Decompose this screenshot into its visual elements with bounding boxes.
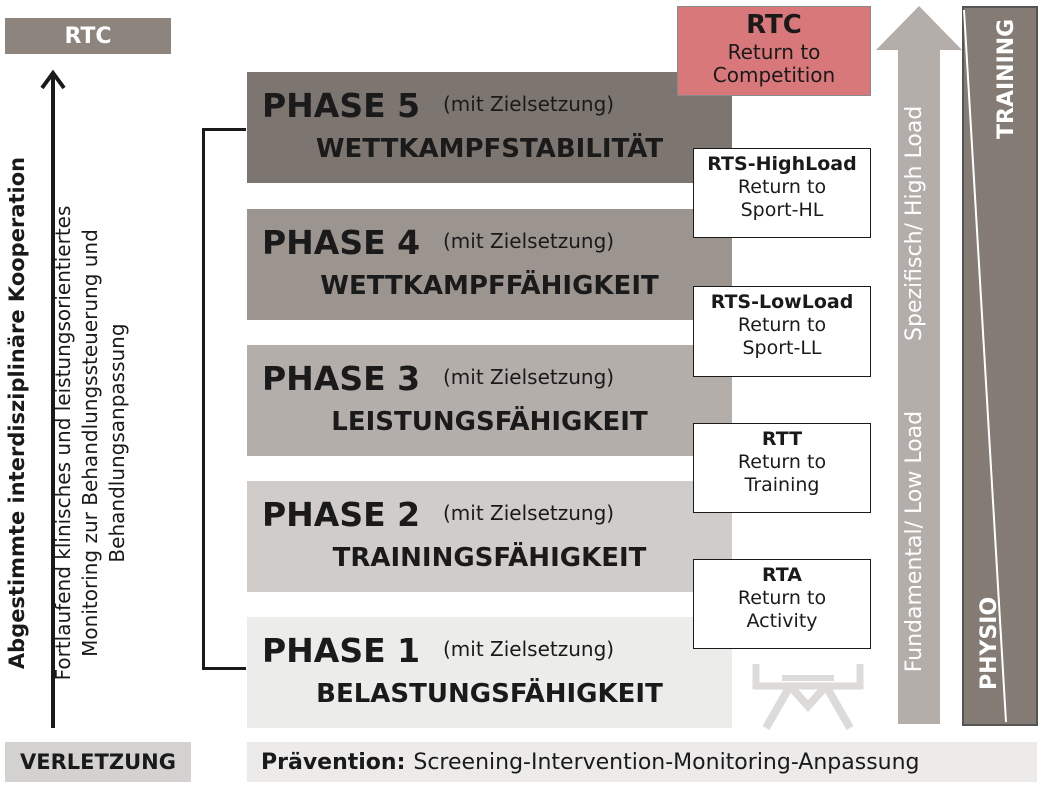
phase-name: WETTKAMPFSTABILITÄT <box>315 134 664 164</box>
phase-goal: (mit Zielsetzung) <box>443 365 615 389</box>
prevention-title: Prävention: <box>261 749 406 775</box>
cooperation-label: Abgestimmte interdisziplinäre Kooperatio… <box>5 156 29 670</box>
phase-goal: (mit Zielsetzung) <box>443 229 615 253</box>
phase-2-block: PHASE 2 (mit Zielsetzung) TRAININGSFÄHIG… <box>247 481 732 592</box>
rts-ll-line1: Return to <box>737 313 827 336</box>
rta-box: RTA Return to Activity <box>693 559 871 649</box>
load-arrow-icon <box>876 6 962 724</box>
rts-highload-box: RTS-HighLoad Return to Sport-HL <box>693 148 871 238</box>
prevention-text: Screening-Intervention-Monitoring-Anpass… <box>413 749 920 775</box>
rts-ll-line2: Sport-LL <box>742 336 822 359</box>
phase-name: LEISTUNGSFÄHIGKEIT <box>331 407 648 437</box>
phase-title: PHASE 5 <box>262 86 421 125</box>
phase-name: BELASTUNGSFÄHIGKEIT <box>316 679 663 709</box>
rtc-box: RTC Return to Competition <box>677 6 871 96</box>
load-axis-label: Fundamental/ Low Load Spezifisch/ High L… <box>902 105 927 673</box>
phase-goal: (mit Zielsetzung) <box>443 92 615 116</box>
phase-3-block: PHASE 3 (mit Zielsetzung) LEISTUNGSFÄHIG… <box>247 345 732 456</box>
rts-lowload-box: RTS-LowLoad Return to Sport-LL <box>693 286 871 377</box>
rtc-line1: Return to <box>727 39 821 64</box>
physio-training-block <box>962 6 1038 726</box>
rta-abbr: RTA <box>762 564 802 586</box>
monitoring-label: Fortlaufend klinisches und leistungsorie… <box>51 205 129 681</box>
prevention-bar: Prävention: Screening-Intervention-Monit… <box>247 742 1037 782</box>
rts-hl-line1: Return to <box>737 175 827 198</box>
phase-bracket <box>202 128 246 670</box>
rtt-line2: Training <box>744 473 820 496</box>
phase-title: PHASE 3 <box>262 359 421 398</box>
support-stand-icon <box>752 664 864 730</box>
phase-4-block: PHASE 4 (mit Zielsetzung) WETTKAMPFFÄHIG… <box>247 209 732 320</box>
phase-goal: (mit Zielsetzung) <box>443 501 615 525</box>
rtt-abbr: RTT <box>761 428 803 450</box>
rtc-line2: Competition <box>712 62 836 87</box>
rtc-top-label: RTC <box>5 18 171 54</box>
rts-hl-abbr: RTS-HighLoad <box>707 153 857 175</box>
phase-goal: (mit Zielsetzung) <box>443 637 615 661</box>
phase-name: TRAININGSFÄHIGKEIT <box>332 543 647 573</box>
phase-1-block: PHASE 1 (mit Zielsetzung) BELASTUNGSFÄHI… <box>247 617 732 728</box>
phase-title: PHASE 2 <box>262 495 421 534</box>
phase-title: PHASE 4 <box>262 223 421 262</box>
phase-5-block: PHASE 5 (mit Zielsetzung) WETTKAMPFSTABI… <box>247 72 732 183</box>
rta-line1: Return to <box>737 586 827 609</box>
phase-title: PHASE 1 <box>262 631 421 670</box>
rts-ll-abbr: RTS-LowLoad <box>710 291 854 313</box>
injury-label: VERLETZUNG <box>5 742 191 782</box>
training-label: TRAINING <box>994 18 1019 139</box>
physio-label: PHYSIO <box>977 596 1002 690</box>
rta-line2: Activity <box>746 609 818 632</box>
rtt-line1: Return to <box>737 450 827 473</box>
rts-hl-line2: Sport-HL <box>740 198 824 221</box>
rtt-box: RTT Return to Training <box>693 423 871 513</box>
up-arrow-icon <box>40 69 66 728</box>
rtc-abbr: RTC <box>746 10 802 40</box>
phase-name: WETTKAMPFFÄHIGKEIT <box>320 271 659 301</box>
